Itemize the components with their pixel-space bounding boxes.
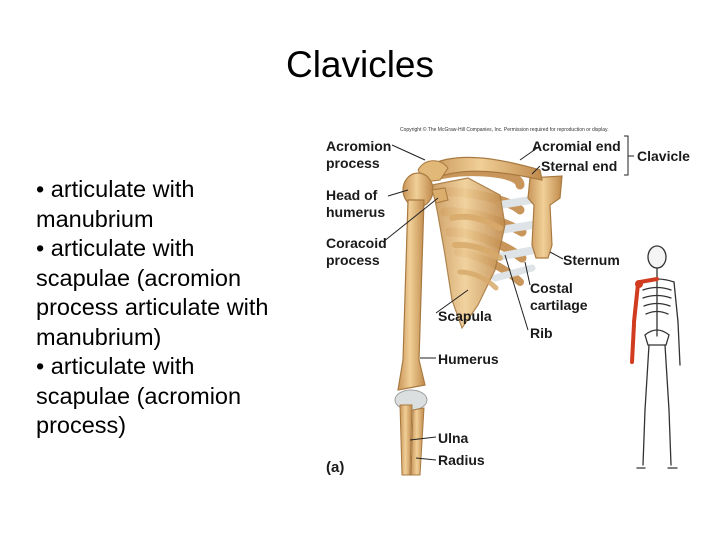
costal-cartilage — [491, 264, 536, 282]
skeleton-illustration — [394, 156, 563, 476]
label-sternal-end: Sternal end — [541, 158, 617, 174]
sternum — [527, 175, 563, 259]
costal-cartilage — [496, 196, 534, 209]
highlighted-shoulder-joint — [635, 280, 643, 288]
bullet-item: • articulate with scapulae (acromion pro… — [36, 353, 242, 438]
humerus-shaft — [397, 199, 426, 391]
slide-title: Clavicles — [285, 44, 435, 85]
ulna — [399, 404, 413, 476]
costal-cartilage — [494, 246, 538, 261]
label-scapula: Scapula — [438, 308, 492, 324]
label-humerus: Humerus — [438, 351, 499, 367]
label-costal-cartilage: Costal cartilage — [530, 280, 588, 313]
label-ulna: Ulna — [438, 430, 469, 446]
rib — [452, 241, 503, 261]
radius — [410, 407, 425, 476]
rib — [457, 269, 499, 291]
clavicle-bracket — [624, 135, 629, 176]
costal-cartilage — [496, 221, 536, 234]
panel-label: (a) — [326, 459, 344, 476]
label-radius: Radius — [438, 452, 485, 468]
label-coracoid-process: Coracoid process — [326, 235, 391, 268]
leader-lines — [382, 144, 564, 461]
label-rib: Rib — [530, 325, 553, 341]
rib — [449, 213, 503, 231]
clavicle — [429, 156, 543, 181]
label-sternum: Sternum — [563, 252, 620, 268]
anatomy-labels: Acromion process Head of humerus Coracoi… — [326, 138, 690, 476]
label-head-of-humerus: Head of humerus — [326, 187, 385, 220]
copyright-text: Copyright © The McGraw-Hill Companies, I… — [400, 126, 609, 133]
label-clavicle: Clavicle — [637, 148, 690, 164]
label-acromion-process: Acromion process — [326, 138, 395, 171]
scapula — [431, 177, 506, 330]
bullet-item: • articulate with scapulae (acromion pro… — [36, 235, 269, 350]
highlighted-shoulder — [630, 277, 659, 364]
bullet-item: • articulate with manubrium — [36, 176, 195, 232]
label-acromial-end: Acromial end — [532, 138, 621, 154]
bullet-list: • articulate with manubrium • articulate… — [36, 175, 286, 441]
